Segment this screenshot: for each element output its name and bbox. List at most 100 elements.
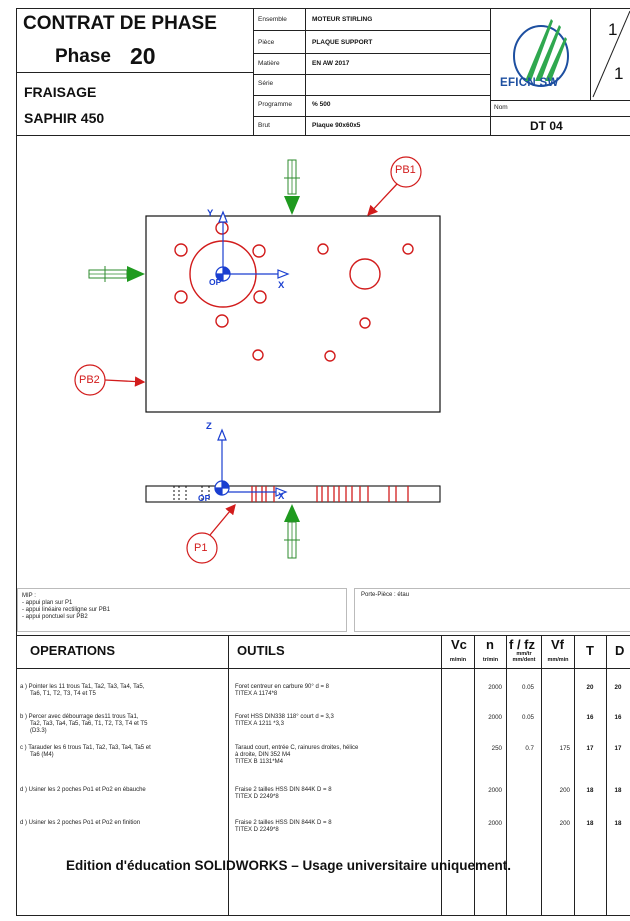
- row-d1-tool-1: Fraise 2 tailles HSS DIN 844K D = 8: [235, 787, 332, 793]
- top-view-axes: [215, 210, 290, 282]
- field-label-piece: Pièce: [258, 39, 275, 46]
- field-label-brut: Brut: [258, 122, 270, 129]
- row-d2-tool-2: TITEX D 2249*8: [235, 827, 279, 833]
- col-line: [541, 635, 542, 916]
- solidworks-watermark: Edition d'éducation SOLIDWORKS – Usage u…: [66, 858, 512, 873]
- support-pb2-arrows: [88, 266, 145, 282]
- header-divider-1: [253, 8, 254, 135]
- field-value-ensemble: MOTEUR STIRLING: [312, 16, 373, 23]
- row-b-f: 0.05: [521, 714, 534, 721]
- row-c-op-2: Ta6 (M4): [30, 752, 54, 758]
- row-d2-d: 18: [614, 820, 622, 827]
- label-p1: P1: [194, 542, 208, 554]
- axis-label-z: Z: [206, 421, 212, 432]
- logo-text: EFICN SW: [500, 77, 559, 89]
- support-p1-arrows: [284, 504, 300, 559]
- machine-name: SAPHIR 450: [24, 110, 105, 126]
- row-a-tool-1: Foret centreur en carbure 90° d = 8: [235, 684, 329, 690]
- row-d1-n: 2000: [488, 787, 502, 794]
- side-view-hidden: [173, 486, 210, 502]
- row-a-f: 0.05: [521, 684, 534, 691]
- field-value-piece: PLAQUE SUPPORT: [312, 39, 373, 46]
- table-top-line: [16, 635, 630, 636]
- row-d1-tool-2: TITEX D 2249*8: [235, 794, 279, 800]
- field-label-serie: Série: [258, 80, 274, 87]
- row-c-n: 250: [491, 745, 502, 752]
- field-value-brut: Plaque 90x60x5: [312, 122, 361, 129]
- row-b-tool-1: Foret HSS DIN338 118° court d = 3,3: [235, 714, 334, 720]
- header-f: f / fz: [509, 637, 535, 652]
- header-divider-labels: [305, 8, 306, 135]
- phase-drawing: [74, 156, 441, 564]
- row-c-t: 17: [586, 745, 594, 752]
- axis-label-x-top: X: [278, 280, 285, 291]
- axis-label-y: Y: [207, 208, 214, 219]
- mip-line-1: - appui plan sur P1: [22, 600, 73, 606]
- col-line: [441, 635, 442, 916]
- field-label-ensemble: Ensemble: [258, 16, 287, 23]
- row-a-n: 2000: [488, 684, 502, 691]
- phase-number: 20: [130, 43, 156, 69]
- document-reference: DT 04: [530, 119, 563, 133]
- row-a-tool-2: TITEX A 1174*8: [235, 691, 278, 697]
- mip-line-2: - appui linéaire rectiligne sur PB1: [22, 607, 111, 613]
- header-vc: Vc: [451, 637, 467, 652]
- row-c-op-1: c ) Tarauder les 6 trous Ta1, Ta2, Ta3, …: [20, 745, 151, 751]
- nom-label: Nom: [494, 104, 508, 111]
- mip-title: MIP :: [22, 593, 36, 599]
- row-b-tool-2: TITEX A 1211 *3,3: [235, 721, 284, 727]
- page-diagonal: [592, 10, 630, 98]
- top-view-holes: [174, 221, 414, 362]
- axis-label-x-bottom: X: [278, 491, 285, 502]
- row-a-op-2: Ta6, T1, T2, T3, T4 et T5: [30, 691, 96, 697]
- page-total: 1: [614, 64, 624, 83]
- col-line: [228, 635, 229, 916]
- row-b-n: 2000: [488, 714, 502, 721]
- row-d1-vf: 200: [559, 787, 570, 794]
- porte-piece-box: [354, 588, 630, 632]
- mip-line-3: - appui ponctuel sur PB2: [22, 614, 88, 620]
- header-divider-2: [490, 8, 491, 135]
- row-c-tool-1: Taraud court, entrée C, rainures droites…: [235, 745, 359, 751]
- row-d2-t: 18: [586, 820, 594, 827]
- header-n-unit: tr/min: [482, 657, 499, 663]
- header-outils: OUTILS: [237, 643, 285, 658]
- header-bottom-line: [16, 135, 630, 136]
- header-row-line: [253, 116, 490, 117]
- col-line: [574, 635, 575, 916]
- row-a-t: 20: [586, 684, 594, 691]
- header-row-line: [253, 53, 490, 54]
- row-d1-op-1: d ) Usiner les 2 poches Po1 et Po2 en éb…: [20, 787, 146, 793]
- field-value-matiere: EN AW 2017: [312, 60, 350, 67]
- row-b-op-3: (D3.3): [30, 728, 47, 734]
- side-view-holes: [251, 486, 409, 502]
- col-line: [474, 635, 475, 916]
- row-b-d: 16: [614, 714, 622, 721]
- header-d: D: [615, 643, 625, 658]
- header-t: T: [586, 643, 594, 658]
- field-label-matiere: Matière: [258, 60, 280, 67]
- label-pb2: PB2: [79, 374, 100, 386]
- porte-piece: Porte-Pièce : étau: [361, 592, 410, 598]
- header-divider-3: [590, 8, 591, 100]
- header-hline-left: [16, 72, 253, 73]
- document-frame: [16, 8, 630, 916]
- row-a-op-1: a ) Pointer les 11 trous Ta1, Ta2, Ta3, …: [20, 684, 145, 690]
- header-row-line: [253, 30, 490, 31]
- row-d2-vf: 200: [559, 820, 570, 827]
- label-pb1: PB1: [395, 164, 416, 176]
- side-view-axes: [214, 428, 288, 497]
- mip-box: [17, 588, 347, 632]
- row-c-vf: 175: [559, 745, 570, 752]
- field-value-programme: % 500: [312, 101, 331, 108]
- row-c-f: 0.7: [525, 745, 534, 752]
- row-a-d: 20: [614, 684, 622, 691]
- phase-label: Phase: [55, 46, 111, 67]
- row-d1-d: 18: [614, 787, 622, 794]
- header-operations: OPERATIONS: [30, 643, 115, 658]
- header-row-line: [253, 74, 490, 75]
- header-row-line: [253, 95, 490, 96]
- header-f-unit: mm/tr mm/dent: [512, 651, 536, 663]
- origin-label-top: OP: [209, 277, 222, 287]
- row-c-tool-3: TITEX B 1131*M4: [235, 759, 283, 765]
